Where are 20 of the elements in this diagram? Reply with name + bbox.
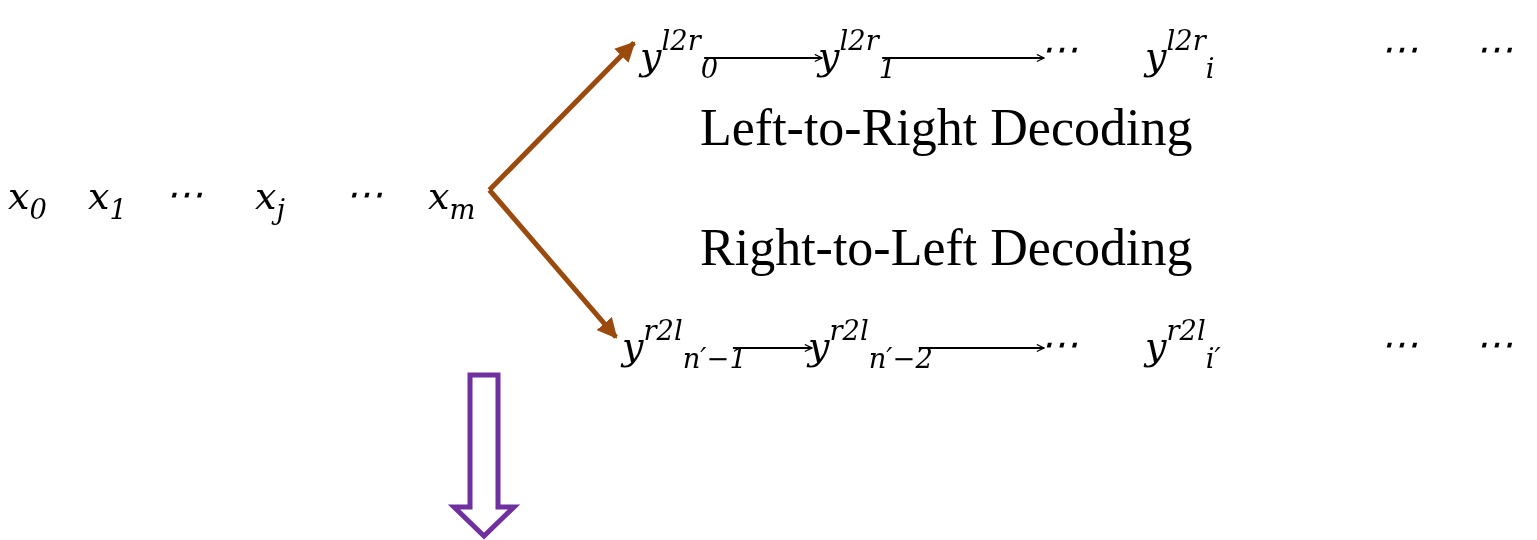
arrow [487, 188, 618, 339]
math-term: ⋯ [345, 170, 383, 220]
math-term: ⋯ [1380, 320, 1418, 370]
math-term: ⋯ [165, 170, 203, 220]
math-term: ⋯ [1380, 25, 1418, 75]
caption-text: Right-to-Left Decoding [700, 218, 1193, 277]
caption-text: Left-to-Right Decoding [700, 98, 1193, 157]
arrow [731, 343, 813, 353]
arrow [917, 343, 1045, 353]
arrow [703, 53, 823, 63]
math-term: ⋯ [1475, 320, 1513, 370]
math-term: x$_{1}$ [88, 172, 127, 228]
math-term: x$_{m}$ [428, 172, 476, 228]
arrow [487, 41, 636, 192]
math-term: ⋯ [1040, 320, 1078, 370]
arrow [881, 53, 1045, 63]
math-term: x$_{0}$ [8, 172, 47, 228]
math-term: ⋯ [1475, 25, 1513, 75]
math-term: x$_{j}$ [255, 172, 285, 228]
math-term: ⋯ [1040, 25, 1078, 75]
